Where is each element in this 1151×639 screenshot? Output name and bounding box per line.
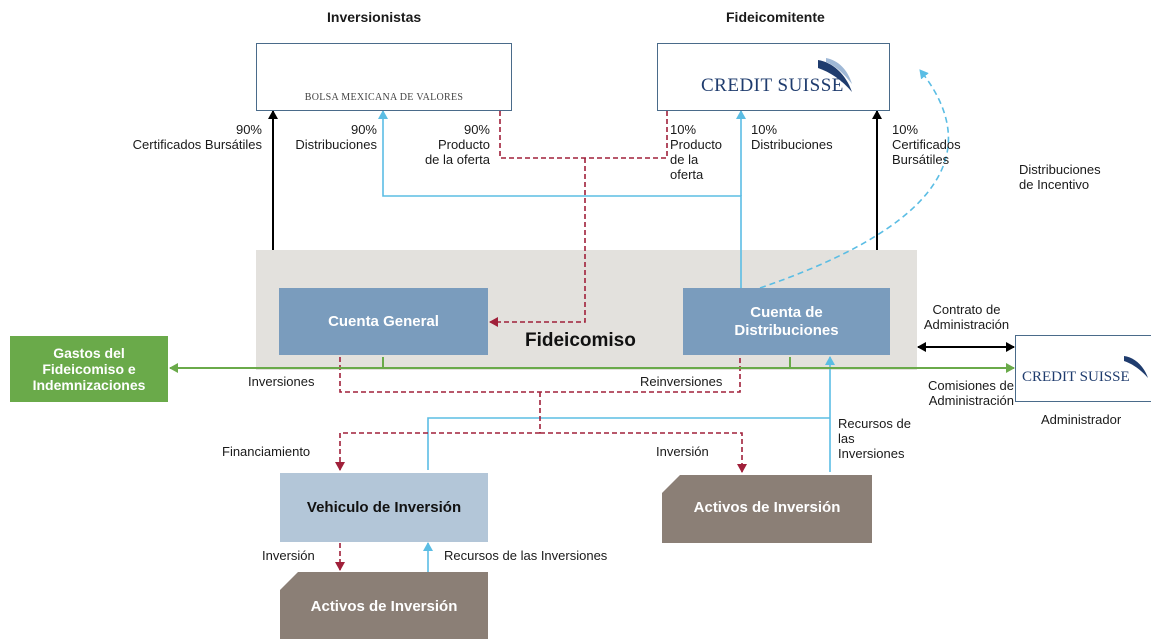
fideicomiso-title: Fideicomiso xyxy=(525,330,636,351)
arrow-90-producto xyxy=(499,111,668,159)
activos-shape-bottom xyxy=(280,572,488,639)
label-recursos-bottom: Recursos de las Inversiones xyxy=(444,548,608,563)
arrow-distribuciones-incentivo xyxy=(759,69,950,289)
vehiculo-label: Vehiculo de Inversión xyxy=(306,499,462,516)
activos-shape-right xyxy=(662,475,872,543)
credit-suisse-admin-logo-text: CREDIT SUISSE xyxy=(1022,369,1130,385)
cuenta-distribuciones-box: Cuenta de Distribuciones xyxy=(683,288,890,355)
activos-right-label: Activos de Inversión xyxy=(693,499,841,516)
gastos-label-2: Fideicomiso e xyxy=(42,361,136,377)
credit-suisse-logo-box: CREDIT SUISSE xyxy=(657,43,890,111)
credit-suisse-admin-logo-box: CREDIT SUISSE xyxy=(1015,335,1151,402)
arrow-financiamiento xyxy=(335,432,540,471)
cuenta-distribuciones-label-2: Distribuciones xyxy=(734,321,839,339)
credit-suisse-sail-icon-light xyxy=(826,58,852,84)
vehiculo-box: Vehiculo de Inversión xyxy=(280,473,488,542)
label-90-distribuciones: 90%Distribuciones xyxy=(295,122,377,152)
label-reinversiones: Reinversiones xyxy=(640,374,723,389)
label-financiamiento: Financiamiento xyxy=(222,444,311,459)
arrow-inversion-right xyxy=(540,432,747,473)
investors-heading: Inversionistas xyxy=(327,9,422,25)
bmv-logo-box: BOLSA MEXICANA DE VALORES xyxy=(256,43,512,111)
credit-suisse-logo-text: CREDIT SUISSE xyxy=(701,75,844,96)
cuenta-general-box: Cuenta General xyxy=(279,288,488,355)
label-inversiones: Inversiones xyxy=(248,374,315,389)
label-inversion-bottom: Inversión xyxy=(262,548,315,563)
settlor-heading: Fideicomitente xyxy=(726,9,825,25)
credit-suisse-sail-icon xyxy=(818,60,852,92)
arrow-recursos-vehiculo xyxy=(427,417,830,470)
label-inversion-right: Inversión xyxy=(656,444,709,459)
arrow-90-distribuciones xyxy=(378,110,742,288)
label-10-distribuciones: 10%Distribuciones xyxy=(751,122,833,152)
activos-bottom-label: Activos de Inversión xyxy=(310,598,458,615)
gastos-box: Gastos del Fideicomiso e Indemnizaciones xyxy=(10,336,168,402)
cuenta-distribuciones-label-1: Cuenta de xyxy=(750,303,823,321)
arrow-producto-cuenta-general xyxy=(489,158,586,327)
gastos-label-3: Indemnizaciones xyxy=(32,377,146,393)
credit-suisse-admin-sail-icon xyxy=(1124,356,1148,378)
cuenta-general-label: Cuenta General xyxy=(328,312,439,330)
gastos-label-1: Gastos del xyxy=(53,345,125,361)
label-90-certificados: 90%Certificados Bursátiles xyxy=(132,122,262,152)
bmv-logo-text: BOLSA MEXICANA DE VALORES xyxy=(304,92,464,103)
label-administrador: Administrador xyxy=(1041,412,1122,427)
